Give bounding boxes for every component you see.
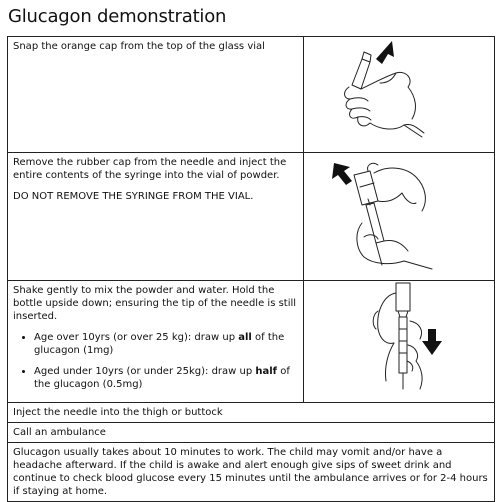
dose-list: Age over 10yrs (or over 25 kg): draw up … xyxy=(13,331,298,391)
step-3-text: Shake gently to mix the powder and water… xyxy=(13,285,297,322)
dose-emphasis: half xyxy=(255,366,278,377)
step-1-text: Snap the orange cap from the top of the … xyxy=(7,36,304,153)
steps-table: Snap the orange cap from the top of the … xyxy=(7,36,495,502)
hands-injecting-syringe-into-vial-icon xyxy=(332,162,433,270)
page-title: Glucagon demonstration xyxy=(8,6,227,27)
table-row: Glucagon usually takes about 10 minutes … xyxy=(7,442,495,502)
list-item: Age over 10yrs (or over 25 kg): draw up … xyxy=(34,331,298,357)
dose-text: of the glucagon (1mg) xyxy=(34,332,285,356)
hand-snapping-vial-cap-icon xyxy=(344,41,425,138)
step-2-illustration xyxy=(303,152,495,281)
hands-drawing-up-glucagon-icon xyxy=(372,282,442,390)
dose-text: Age over 10yrs (or over 25 kg): draw up xyxy=(34,332,239,343)
table-row: Call an ambulance xyxy=(7,422,495,443)
step-2-text-cell: Remove the rubber cap from the needle an… xyxy=(7,152,304,281)
step-5-text: Call an ambulance xyxy=(7,422,495,443)
table-row: Inject the needle into the thigh or butt… xyxy=(7,402,495,423)
step-4-text: Inject the needle into the thigh or butt… xyxy=(7,402,495,423)
step-3-illustration xyxy=(303,280,495,403)
step-2-warning: DO NOT REMOVE THE SYRINGE FROM THE VIAL. xyxy=(13,191,254,202)
table-row: Snap the orange cap from the top of the … xyxy=(7,36,495,153)
step-1-illustration xyxy=(303,36,495,153)
table-row: Shake gently to mix the powder and water… xyxy=(7,280,495,403)
table-row: Remove the rubber cap from the needle an… xyxy=(7,152,495,281)
step-3-text-cell: Shake gently to mix the powder and water… xyxy=(7,280,304,403)
dose-emphasis: all xyxy=(238,332,252,343)
dose-text: of the glucagon (0.5mg) xyxy=(34,366,290,390)
step-2-text: Remove the rubber cap from the needle an… xyxy=(13,157,287,181)
list-item: Aged under 10yrs (or under 25kg): draw u… xyxy=(34,365,298,391)
aftercare-text: Glucagon usually takes about 10 minutes … xyxy=(7,442,495,502)
dose-text: Aged under 10yrs (or under 25kg): draw u… xyxy=(34,366,256,377)
